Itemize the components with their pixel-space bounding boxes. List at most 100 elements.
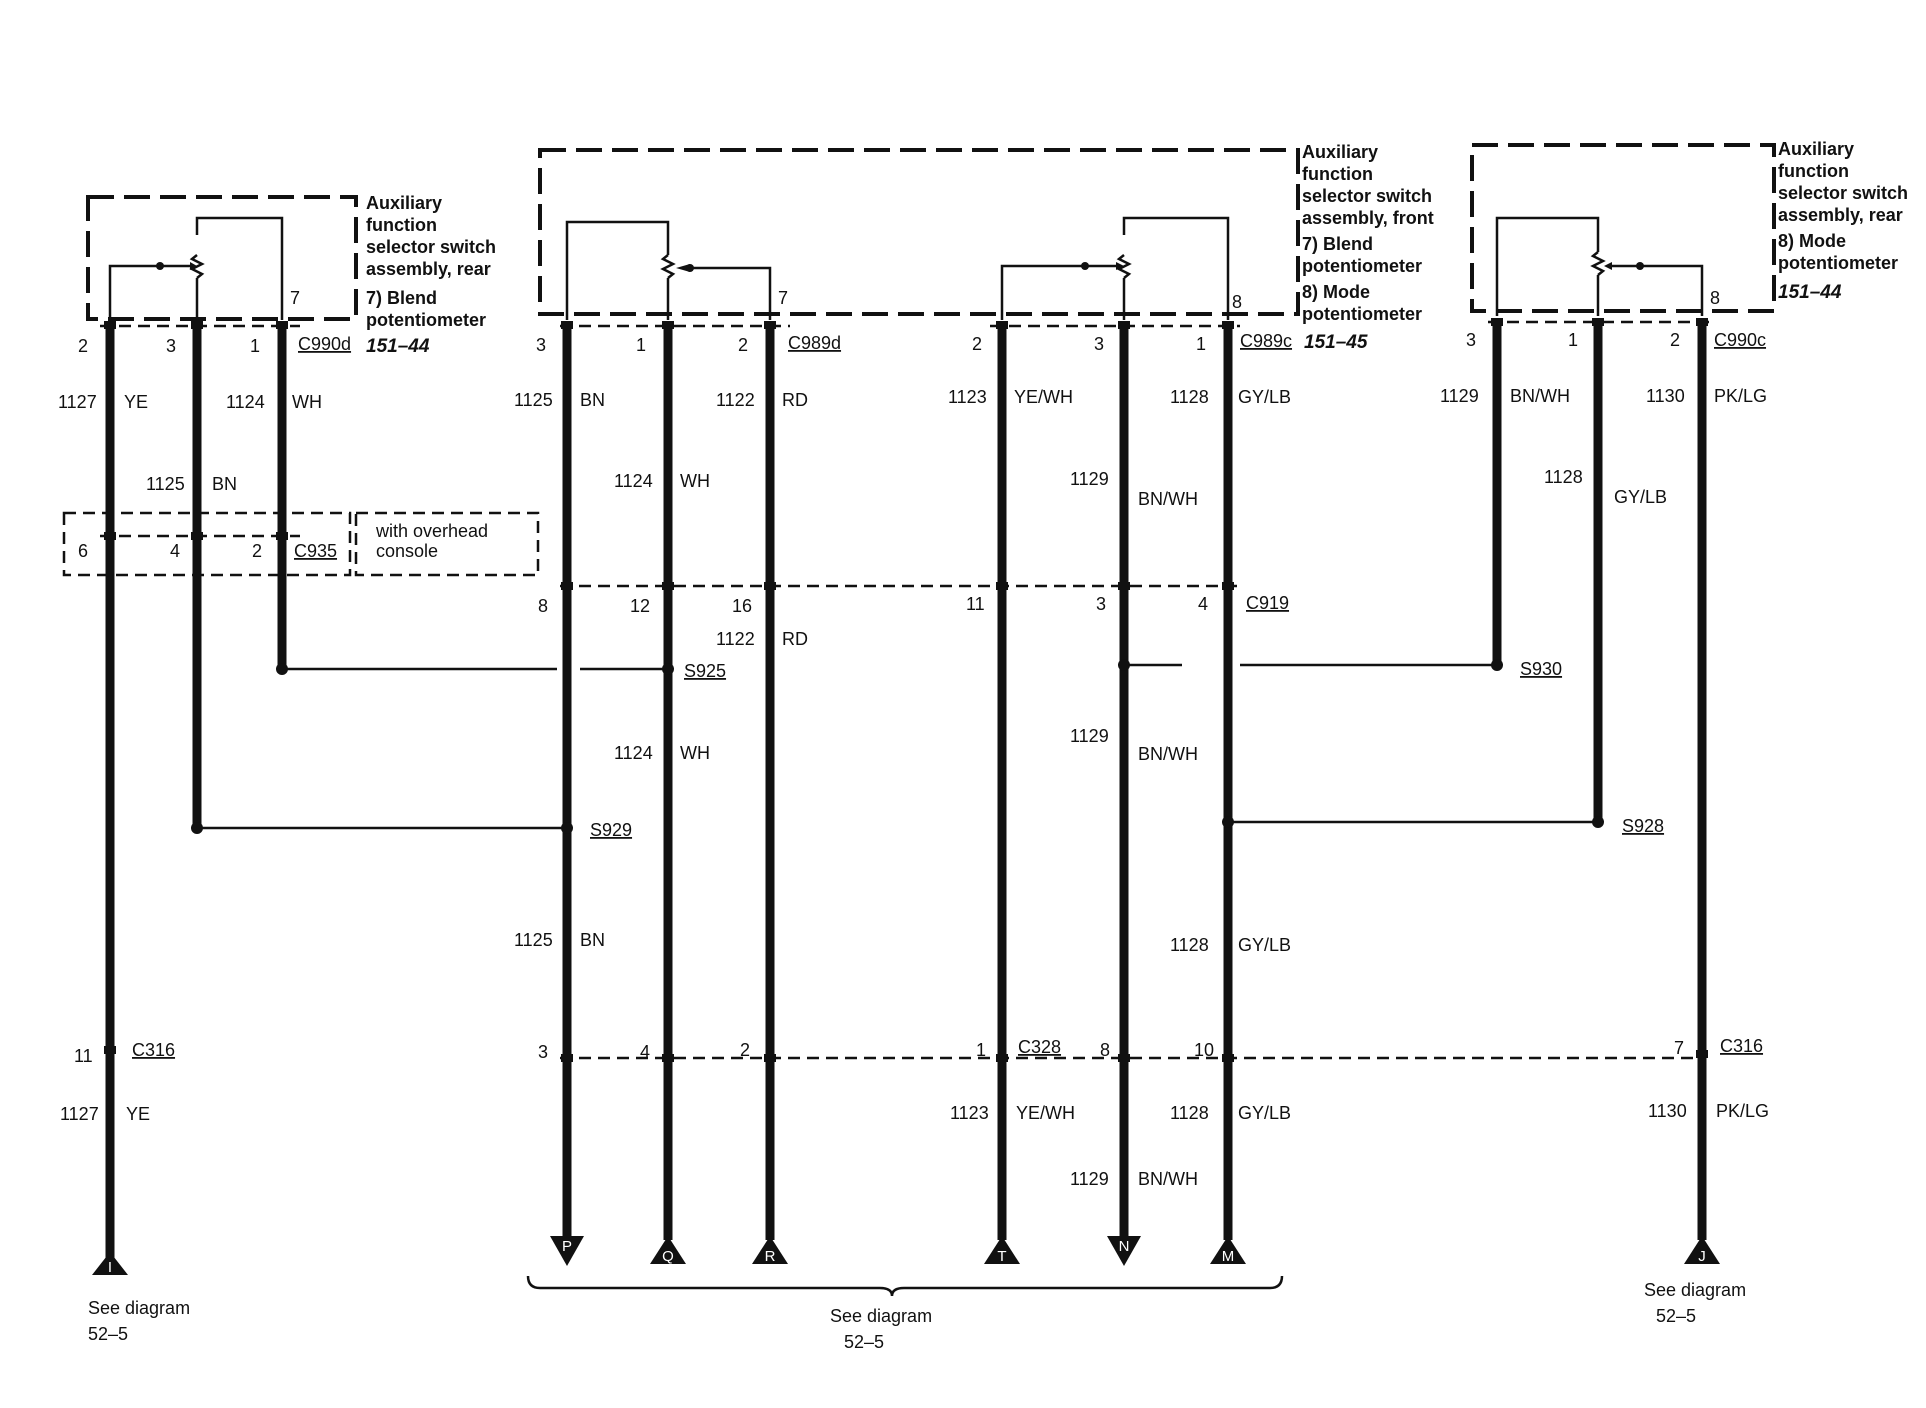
svg-text:1123: 1123 bbox=[950, 1103, 989, 1123]
svg-text:BN: BN bbox=[580, 930, 605, 950]
svg-text:T: T bbox=[997, 1248, 1006, 1265]
svg-text:1128: 1128 bbox=[1170, 935, 1209, 955]
svg-text:selector switch: selector switch bbox=[366, 237, 496, 257]
terminal-letters: I P Q R T N M J bbox=[108, 1238, 1706, 1276]
svg-text:S928: S928 bbox=[1622, 816, 1664, 836]
svg-text:1127: 1127 bbox=[58, 392, 97, 412]
terminal-markers bbox=[92, 1236, 1720, 1275]
svg-text:1: 1 bbox=[976, 1040, 986, 1060]
svg-text:function: function bbox=[1778, 161, 1849, 181]
svg-text:3: 3 bbox=[1466, 330, 1476, 350]
svg-text:1124: 1124 bbox=[614, 743, 653, 763]
svg-text:Auxiliary: Auxiliary bbox=[1778, 139, 1854, 159]
svg-text:52–5: 52–5 bbox=[88, 1324, 128, 1344]
svg-text:WH: WH bbox=[292, 392, 322, 412]
svg-text:1: 1 bbox=[1568, 330, 1578, 350]
svg-text:6: 6 bbox=[78, 541, 88, 561]
svg-text:1: 1 bbox=[636, 335, 646, 355]
svg-text:4: 4 bbox=[640, 1042, 650, 1062]
svg-text:YE/WH: YE/WH bbox=[1014, 387, 1073, 407]
svg-text:1128: 1128 bbox=[1544, 467, 1583, 487]
svg-text:potentiometer: potentiometer bbox=[1778, 253, 1898, 273]
svg-text:C935: C935 bbox=[294, 541, 337, 561]
terminal-q bbox=[650, 1236, 686, 1264]
svg-text:8: 8 bbox=[1100, 1040, 1110, 1060]
svg-text:1129: 1129 bbox=[1070, 726, 1109, 746]
splice-lines bbox=[197, 663, 1598, 830]
junction-dots bbox=[191, 659, 1604, 834]
terminal-r bbox=[752, 1236, 788, 1264]
svg-text:BN/WH: BN/WH bbox=[1138, 1169, 1198, 1189]
svg-text:2: 2 bbox=[252, 541, 262, 561]
svg-text:1123: 1123 bbox=[948, 387, 987, 407]
svg-text:assembly, rear: assembly, rear bbox=[1778, 205, 1903, 225]
front-label: Auxiliary function selector switch assem… bbox=[1302, 142, 1434, 353]
svg-text:S930: S930 bbox=[1520, 659, 1562, 679]
svg-text:2: 2 bbox=[740, 1040, 750, 1060]
svg-text:7) Blend: 7) Blend bbox=[1302, 234, 1373, 254]
svg-text:YE/WH: YE/WH bbox=[1016, 1103, 1075, 1123]
svg-text:WH: WH bbox=[680, 743, 710, 763]
blend-rear-label: Auxiliary function selector switch assem… bbox=[366, 193, 496, 357]
svg-text:S925: S925 bbox=[684, 661, 726, 681]
svg-text:function: function bbox=[366, 215, 437, 235]
svg-text:See diagram: See diagram bbox=[88, 1298, 190, 1318]
terminal-right bbox=[1684, 1236, 1720, 1264]
svg-text:3: 3 bbox=[538, 1042, 548, 1062]
svg-text:1124: 1124 bbox=[614, 471, 653, 491]
pin-numbers: 7 2 3 1 6 4 2 11 7 8 3 1 2 2 3 1 8 12 16… bbox=[74, 288, 1720, 1066]
svg-text:RD: RD bbox=[782, 629, 808, 649]
see-diagram-notes: See diagram 52–5 See diagram 52–5 See di… bbox=[88, 1280, 1746, 1352]
c935-overhead-box bbox=[62, 511, 352, 577]
svg-text:4: 4 bbox=[170, 541, 180, 561]
svg-text:potentiometer: potentiometer bbox=[1302, 304, 1422, 324]
svg-text:R: R bbox=[765, 1248, 776, 1265]
svg-text:potentiometer: potentiometer bbox=[366, 310, 486, 330]
svg-text:7) Blend: 7) Blend bbox=[366, 288, 437, 308]
svg-text:11: 11 bbox=[74, 1046, 93, 1066]
svg-text:8: 8 bbox=[538, 596, 548, 616]
svg-text:1127: 1127 bbox=[60, 1104, 99, 1124]
svg-text:1124: 1124 bbox=[226, 392, 265, 412]
svg-text:3: 3 bbox=[1096, 594, 1106, 614]
svg-text:1122: 1122 bbox=[716, 390, 755, 410]
svg-text:3: 3 bbox=[1094, 334, 1104, 354]
svg-text:1125: 1125 bbox=[514, 390, 553, 410]
svg-text:C316: C316 bbox=[1720, 1036, 1763, 1056]
svg-text:S929: S929 bbox=[590, 820, 632, 840]
svg-text:1125: 1125 bbox=[146, 474, 185, 494]
svg-text:1129: 1129 bbox=[1070, 469, 1109, 489]
svg-text:selector switch: selector switch bbox=[1302, 186, 1432, 206]
overhead-console-note: with overhead console bbox=[375, 521, 488, 561]
svg-text:BN/WH: BN/WH bbox=[1138, 744, 1198, 764]
svg-text:52–5: 52–5 bbox=[1656, 1306, 1696, 1326]
svg-text:8: 8 bbox=[1710, 288, 1720, 308]
svg-text:12: 12 bbox=[630, 596, 650, 616]
svg-text:1130: 1130 bbox=[1648, 1101, 1687, 1121]
svg-text:P: P bbox=[562, 1238, 572, 1255]
svg-text:1129: 1129 bbox=[1070, 1169, 1109, 1189]
svg-text:YE: YE bbox=[124, 392, 148, 412]
blend-rear-switch-box bbox=[86, 195, 358, 321]
svg-text:2: 2 bbox=[972, 334, 982, 354]
svg-text:I: I bbox=[108, 1259, 112, 1276]
svg-text:J: J bbox=[1698, 1248, 1706, 1265]
svg-text:1125: 1125 bbox=[514, 930, 553, 950]
mode-rear-label: Auxiliary function selector switch assem… bbox=[1778, 139, 1908, 303]
svg-text:7: 7 bbox=[290, 288, 300, 308]
svg-text:3: 3 bbox=[166, 336, 176, 356]
svg-text:WH: WH bbox=[680, 471, 710, 491]
svg-text:C989c: C989c bbox=[1240, 331, 1292, 351]
svg-text:assembly, front: assembly, front bbox=[1302, 208, 1434, 228]
svg-text:C919: C919 bbox=[1246, 593, 1289, 613]
svg-text:assembly, rear: assembly, rear bbox=[366, 259, 491, 279]
svg-text:3: 3 bbox=[536, 335, 546, 355]
svg-text:8) Mode: 8) Mode bbox=[1302, 282, 1370, 302]
svg-text:4: 4 bbox=[1198, 594, 1208, 614]
center-group-brace bbox=[526, 1275, 1284, 1297]
svg-text:BN: BN bbox=[212, 474, 237, 494]
svg-text:RD: RD bbox=[782, 390, 808, 410]
svg-text:C990c: C990c bbox=[1714, 330, 1766, 350]
svg-text:GY/LB: GY/LB bbox=[1238, 1103, 1291, 1123]
svg-text:1: 1 bbox=[250, 336, 260, 356]
